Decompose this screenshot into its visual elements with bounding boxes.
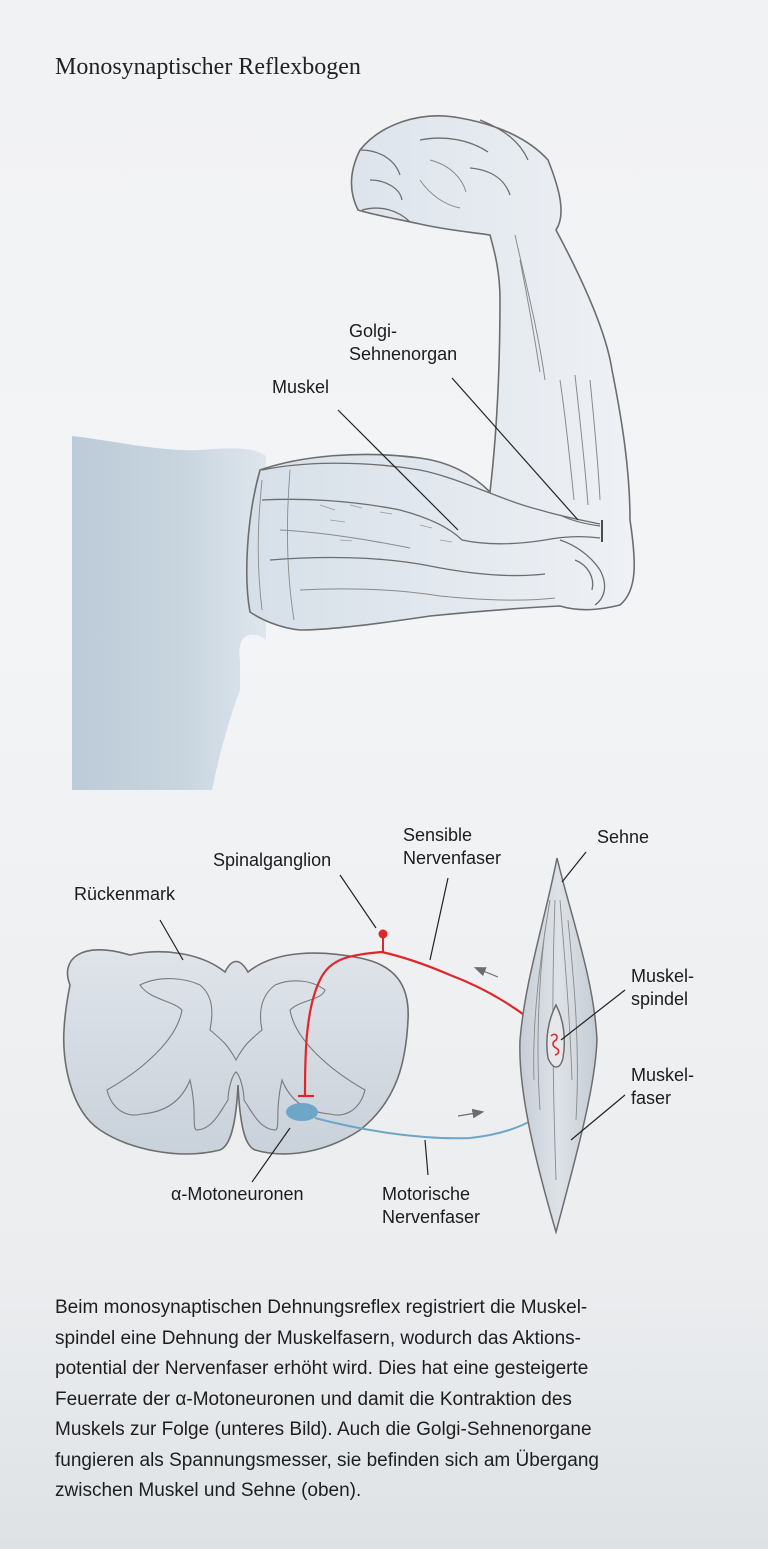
caption-line: Beim monosynaptischen Dehnungsreflex reg… [55, 1297, 588, 1318]
motorische-label-2: Nervenfaser [382, 1207, 480, 1227]
muscle-spindle [546, 1003, 566, 1068]
muskelspindel-leader-line [560, 989, 626, 1041]
sensory-direction-arrow [473, 967, 499, 978]
arm-drawing [72, 115, 636, 790]
golgi-label-2: Sehnenorgan [349, 344, 457, 364]
grey-matter [106, 978, 366, 1131]
caption-line: spindel eine Dehnung der Muskelfasern, w… [55, 1327, 581, 1349]
spinalganglion-label: Spinalganglion [213, 850, 331, 870]
sehne-leader-line [561, 851, 587, 883]
page-title: Monosynaptischer Reflexbogen [55, 54, 361, 80]
caption-text: Beim monosynaptischen Dehnungsreflex reg… [55, 1293, 745, 1507]
caption-line: Muskels zur Folge (unteres Bild). Auch d… [55, 1419, 592, 1440]
golgi-label-1: Golgi- [349, 321, 397, 341]
torso-shape [72, 436, 266, 790]
reflex-arc-diagram [62, 851, 626, 1235]
muskelspindel-label-1: Muskel- [631, 966, 694, 986]
muskelfaser-label-1: Muskel- [631, 1065, 694, 1085]
sensible-label-1: Sensible [403, 825, 472, 845]
motoneuronen-label: α-Motoneuronen [171, 1184, 304, 1204]
rueckenmark-leader-line [159, 919, 184, 961]
sehne-label: Sehne [597, 827, 649, 847]
rueckenmark-label: Rückenmark [74, 884, 176, 904]
spinal-ganglion-dot [378, 929, 388, 939]
caption-line: zwischen Muskel und Sehne (oben). [55, 1480, 362, 1501]
motoneuron-soma [286, 1103, 318, 1121]
motorische-leader-line [424, 1139, 429, 1176]
spinalganglion-leader-line [339, 874, 377, 929]
muskel-label: Muskel [272, 377, 329, 397]
muskelfaser-label-2: faser [631, 1088, 671, 1108]
muskelspindel-label-2: spindel [631, 989, 688, 1009]
motorische-label-1: Motorische [382, 1184, 470, 1204]
caption-line: potential der Nervenfaser erhöht wird. D… [55, 1358, 589, 1379]
spinal-cord-section [62, 949, 409, 1155]
sensible-leader-line [429, 877, 449, 961]
motor-direction-arrow [457, 1108, 485, 1119]
caption-line: Feuerrate der α-Motoneuronen und damit d… [55, 1388, 572, 1410]
golgi-leader-line [451, 377, 579, 521]
sensible-label-2: Nervenfaser [403, 848, 501, 868]
arm-shape [246, 115, 636, 631]
muskelfaser-leader-line [570, 1094, 626, 1141]
motoneuronen-leader-line [251, 1127, 291, 1183]
caption-line: fungieren als Spannungsmesser, sie befin… [55, 1449, 599, 1471]
muskel-leader-line [337, 409, 459, 531]
